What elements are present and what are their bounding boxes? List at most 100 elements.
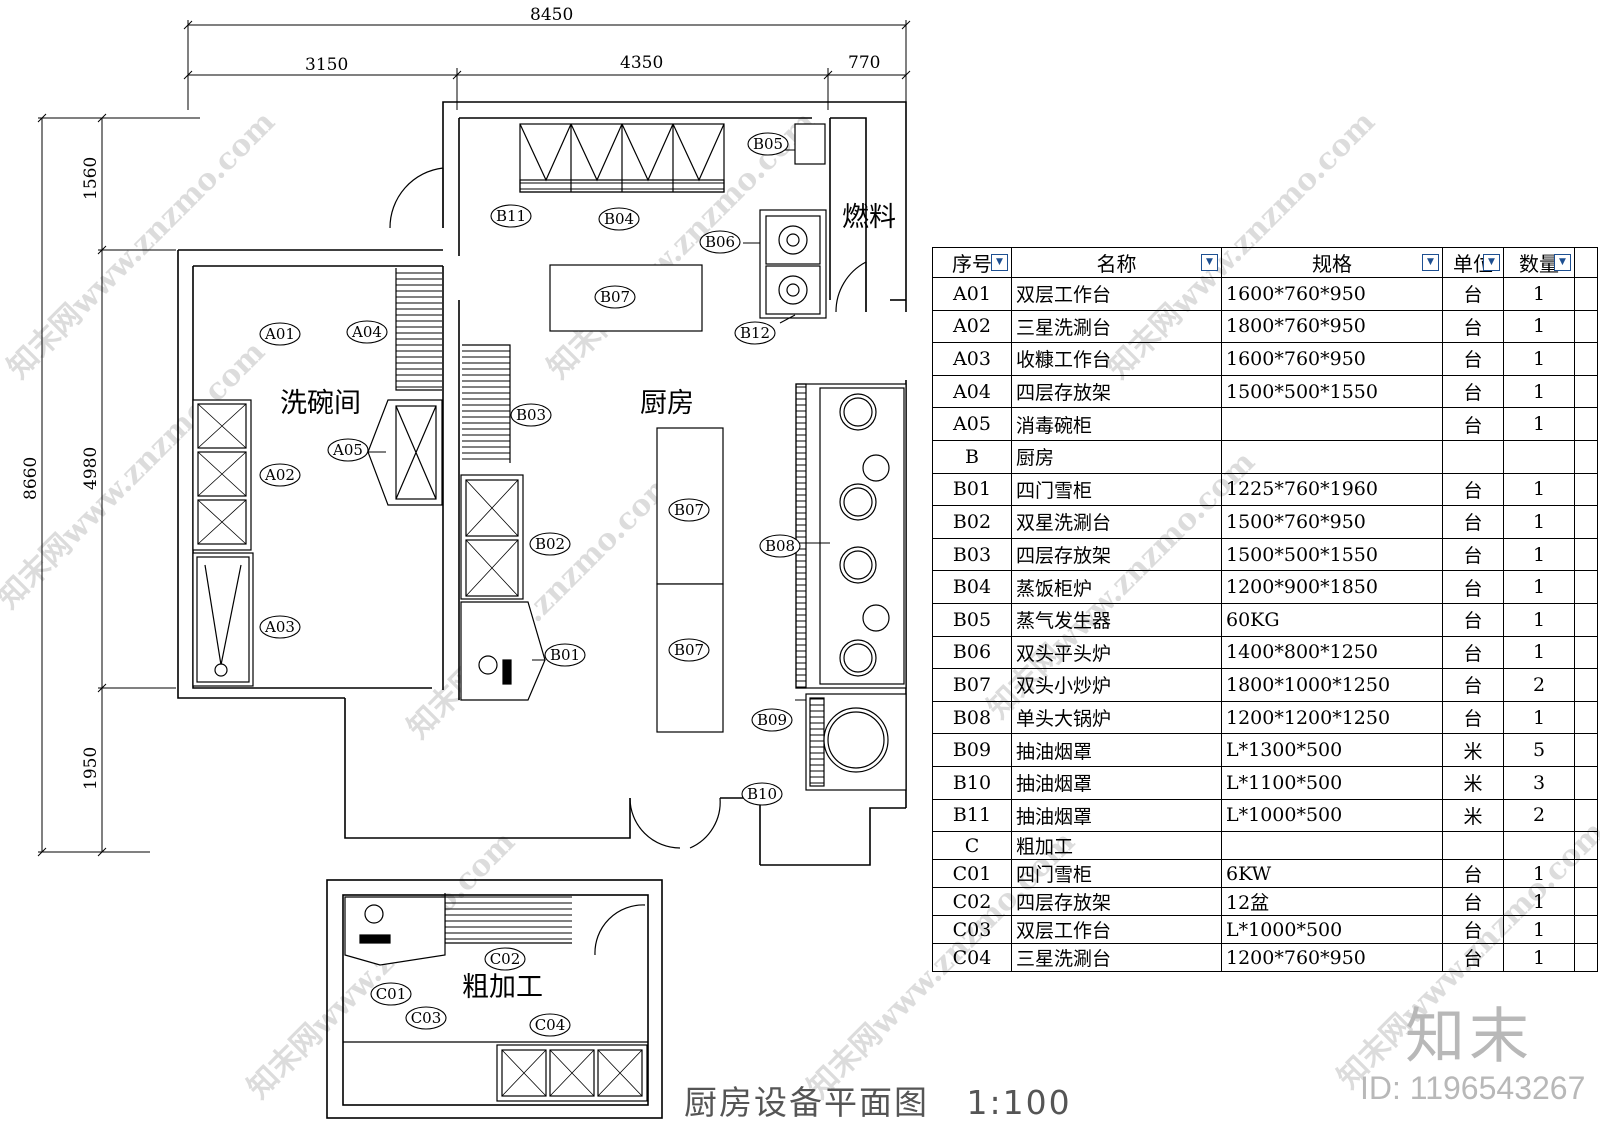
cell-name: 双头小炒炉 [1011,668,1222,702]
tag-B05: B05 [753,135,783,153]
cell-qty: 1 [1503,887,1575,917]
cell-qty: 1 [1503,602,1575,637]
cell-name: 四层存放架 [1011,537,1222,572]
tag-B07b: B07 [674,501,704,519]
cell-unit [1442,831,1504,861]
cell-seq: C04 [932,943,1012,973]
leader-lines [368,149,830,701]
cell-unit: 米 [1442,798,1504,833]
cell-name: 消毒碗柜 [1011,407,1222,441]
tag-B03: B03 [516,406,546,424]
cell-blank [1574,439,1598,474]
header-seq[interactable]: 序号▼ [932,247,1012,278]
cell-name: 收糠工作台 [1011,342,1222,376]
cell-name: 单头大锅炉 [1011,700,1222,735]
cell-seq: C02 [932,887,1012,917]
tag-B11: B11 [496,207,526,225]
cell-unit: 台 [1442,943,1504,973]
tag-C04: C04 [535,1016,566,1034]
cell-seq: B11 [932,798,1012,833]
cell-spec: 1225*760*1960 [1221,472,1443,507]
watermark-id: ID: 1196543267 [1360,1070,1586,1106]
tag-B07c: B07 [674,641,704,659]
cell-unit: 台 [1442,668,1504,702]
tag-A05: A05 [332,441,363,459]
cell-blank [1574,668,1598,702]
equipment-tags [259,132,801,1037]
dim-seg1: 3150 [305,55,348,75]
cell-spec: 6KW [1221,859,1443,889]
cell-name: 厨房 [1011,439,1222,474]
cell-name: 双头平头炉 [1011,635,1222,670]
cell-qty: 1 [1503,943,1575,973]
cell-qty: 2 [1503,668,1575,702]
cell-seq: B06 [932,635,1012,670]
filter-dropdown-icon[interactable]: ▼ [1422,254,1439,271]
filter-dropdown-icon[interactable]: ▼ [1483,254,1500,271]
cell-blank [1574,342,1598,376]
equipment [192,123,907,1102]
cell-unit: 台 [1442,407,1504,441]
tag-B02: B02 [535,535,565,553]
filter-dropdown-icon[interactable]: ▼ [991,254,1008,271]
cell-seq: B08 [932,700,1012,735]
cell-name: 四层存放架 [1011,887,1222,917]
cell-qty: 1 [1503,915,1575,945]
cell-seq: A04 [932,374,1012,409]
cell-qty: 1 [1503,342,1575,376]
cell-unit: 米 [1442,733,1504,767]
cell-blank [1574,943,1598,973]
cell-blank [1574,277,1598,311]
header-name[interactable]: 名称▼ [1011,247,1222,278]
tag-A01: A01 [264,325,295,343]
cell-unit: 台 [1442,635,1504,670]
cell-qty: 1 [1503,277,1575,311]
header-spec[interactable]: 规格▼ [1221,247,1443,278]
cell-unit: 米 [1442,765,1504,800]
cell-seq: B02 [932,505,1012,539]
cell-blank [1574,602,1598,637]
cell-seq: B03 [932,537,1012,572]
dim-overall-height: 8660 [21,457,41,500]
header-unit[interactable]: 单位▼ [1442,247,1504,278]
cell-seq: B04 [932,570,1012,604]
filter-dropdown-icon[interactable]: ▼ [1554,254,1571,271]
filter-dropdown-icon[interactable]: ▼ [1201,254,1218,271]
cell-blank [1574,472,1598,507]
cell-name: 双层工作台 [1011,915,1222,945]
cell-spec: 60KG [1221,602,1443,637]
cell-unit: 台 [1442,915,1504,945]
equipment-tag-labels: A01 A04 A02 A03 A05 B01 B02 B03 B04 B05 … [264,135,795,1034]
cell-spec: 1600*760*950 [1221,277,1443,311]
cell-seq: C01 [932,859,1012,889]
tag-B01: B01 [550,646,580,664]
dim-seg2: 4350 [620,53,663,73]
cell-qty: 1 [1503,505,1575,539]
cell-name: 抽油烟罩 [1011,733,1222,767]
cell-unit: 台 [1442,342,1504,376]
cell-name: 三星洗涮台 [1011,309,1222,344]
cell-spec [1221,831,1443,861]
header-qty[interactable]: 数量▼ [1503,247,1575,278]
cell-seq: A03 [932,342,1012,376]
cell-name: 四门雪柜 [1011,472,1222,507]
tag-C03: C03 [411,1009,442,1027]
doors [389,167,867,956]
cell-qty: 1 [1503,859,1575,889]
cell-unit: 台 [1442,887,1504,917]
cell-seq: B07 [932,668,1012,702]
tag-C01: C01 [376,985,407,1003]
cell-seq: C03 [932,915,1012,945]
cell-blank [1574,887,1598,917]
